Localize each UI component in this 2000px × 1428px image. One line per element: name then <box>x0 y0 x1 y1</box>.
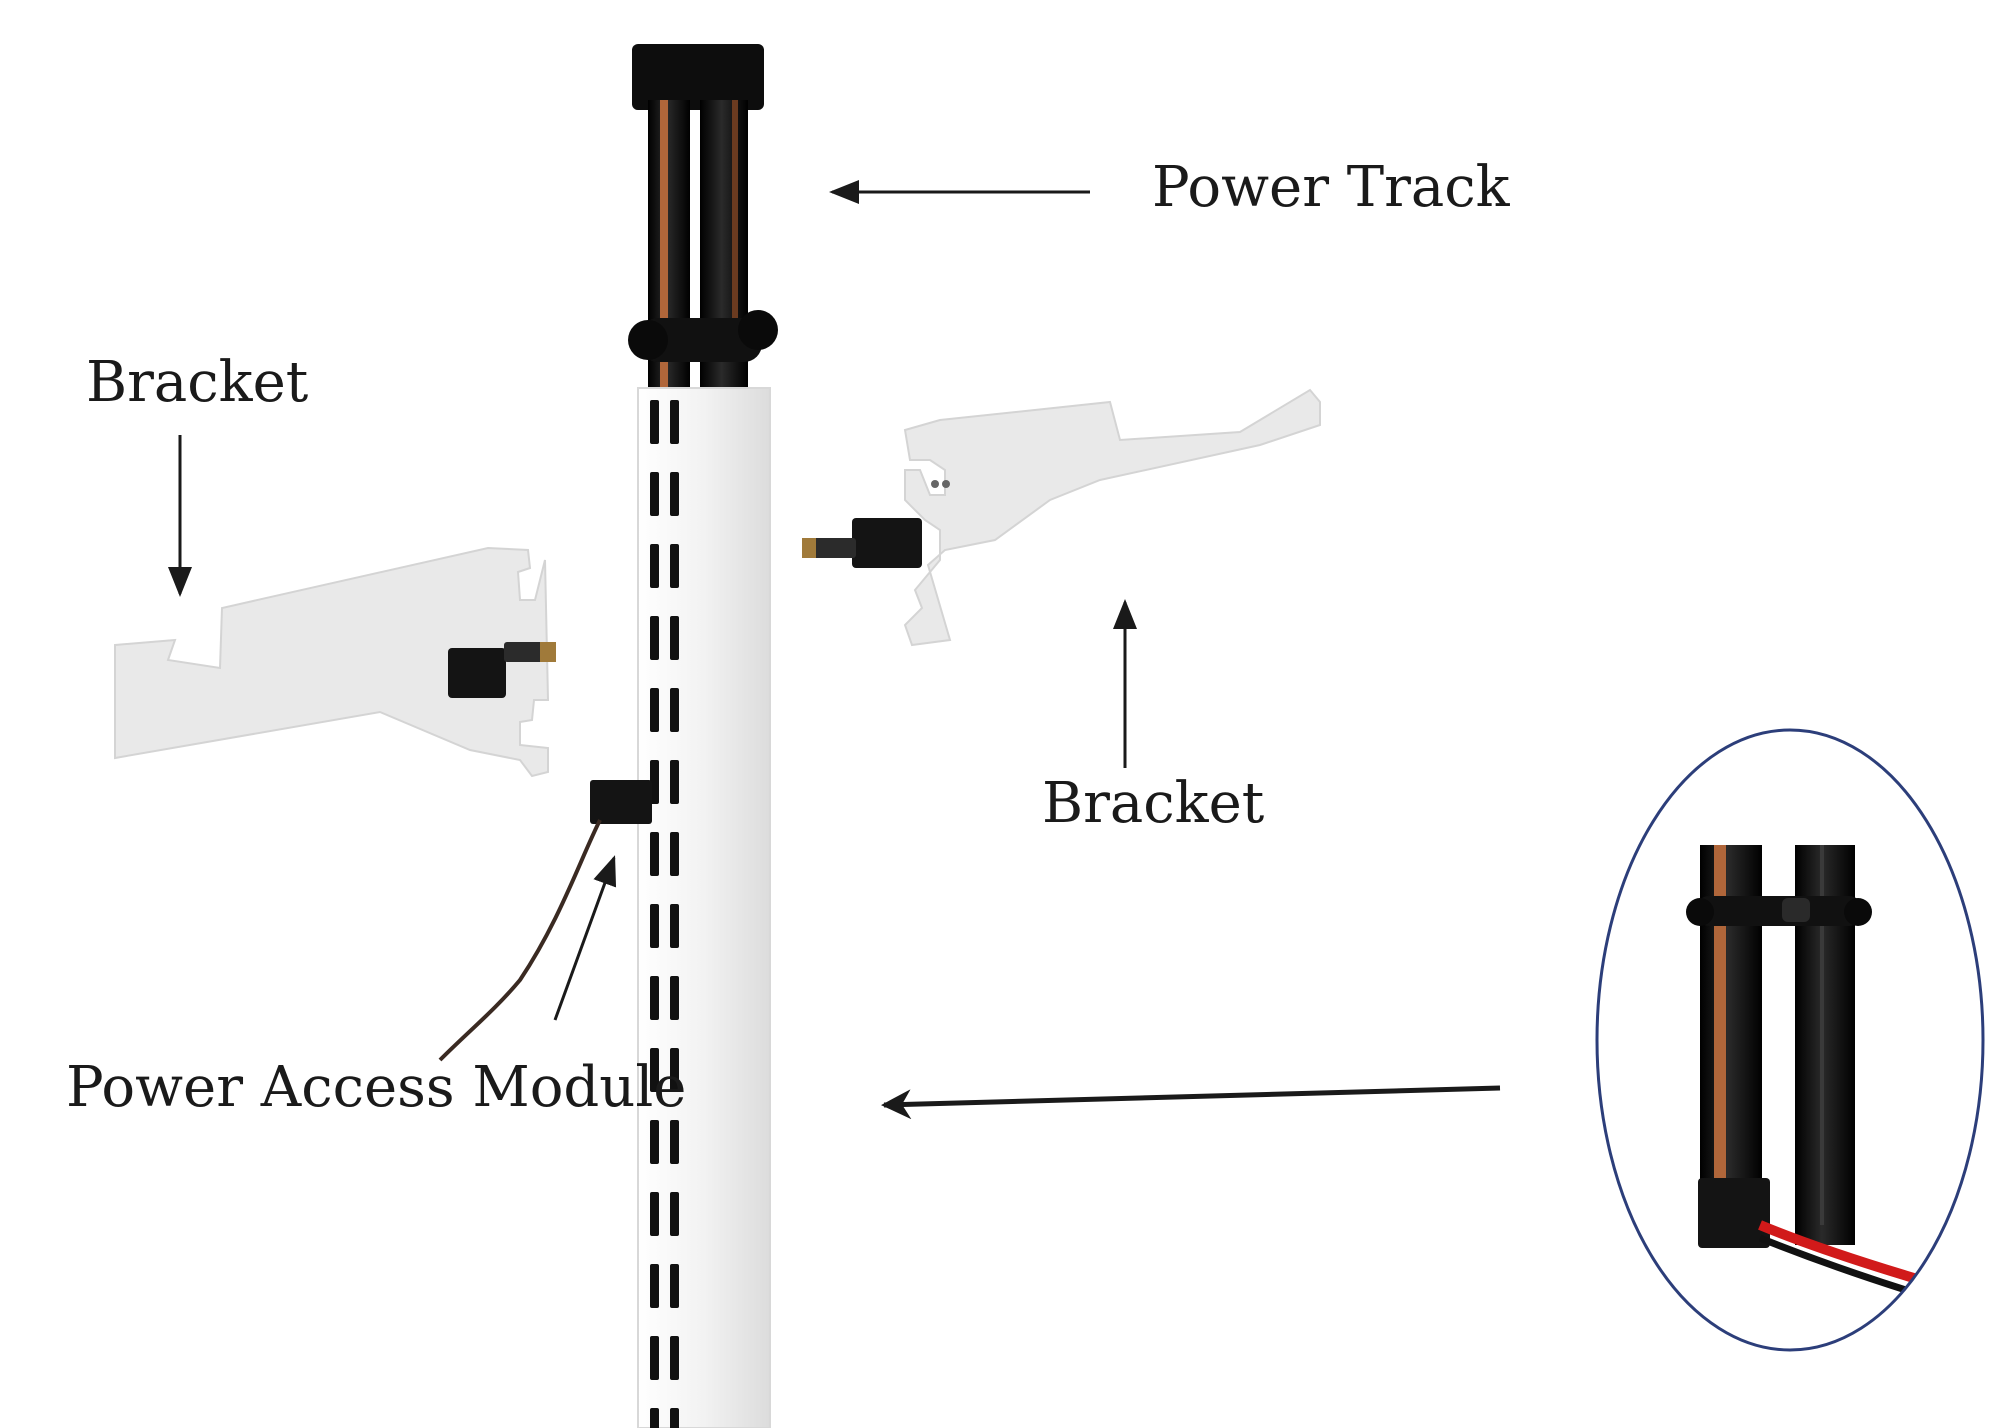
post-slot <box>650 616 659 660</box>
post-slot <box>650 1336 659 1380</box>
post-slot <box>670 976 679 1020</box>
bracket-left-shape <box>114 546 556 778</box>
label-power-track: Power Track <box>1152 155 1510 220</box>
arrow-icon <box>881 1085 1501 1120</box>
post-slot <box>650 904 659 948</box>
post-slot <box>670 760 679 804</box>
bracket-right-shape <box>802 388 1321 647</box>
label-bracket-left: Bracket <box>86 350 309 415</box>
slotted-post <box>637 387 771 1428</box>
post-slot <box>650 1264 659 1308</box>
post-slot <box>670 904 679 948</box>
post-slot <box>670 1336 679 1380</box>
post-slot <box>670 688 679 732</box>
post-slot <box>670 544 679 588</box>
post-slot <box>650 1120 659 1164</box>
post-slot <box>670 400 679 444</box>
post-slot <box>670 472 679 516</box>
arrows <box>168 180 1501 1120</box>
post-slot <box>650 544 659 588</box>
post-slot <box>650 1192 659 1236</box>
post-slot <box>650 688 659 732</box>
label-power-access-module: Power Access Module <box>66 1055 687 1120</box>
post-slot <box>670 1264 679 1308</box>
post-slot <box>670 1048 679 1092</box>
post-slot <box>670 1120 679 1164</box>
post-slot <box>650 832 659 876</box>
detail-callout <box>1595 728 1985 1352</box>
arrow-icon <box>553 855 617 1021</box>
post-slot <box>670 616 679 660</box>
post-slot <box>650 976 659 1020</box>
post-slot <box>670 1192 679 1236</box>
post-slot <box>650 1048 659 1092</box>
post-slot <box>650 400 659 444</box>
power-access-module <box>438 780 652 1062</box>
power-track <box>628 44 778 390</box>
post-slots <box>650 400 679 1428</box>
post-slot <box>670 832 679 876</box>
post-slot <box>650 472 659 516</box>
post-slot <box>650 1408 659 1428</box>
label-bracket-right: Bracket <box>1042 771 1265 836</box>
post-slot <box>670 1408 679 1428</box>
post-slot <box>650 760 659 804</box>
